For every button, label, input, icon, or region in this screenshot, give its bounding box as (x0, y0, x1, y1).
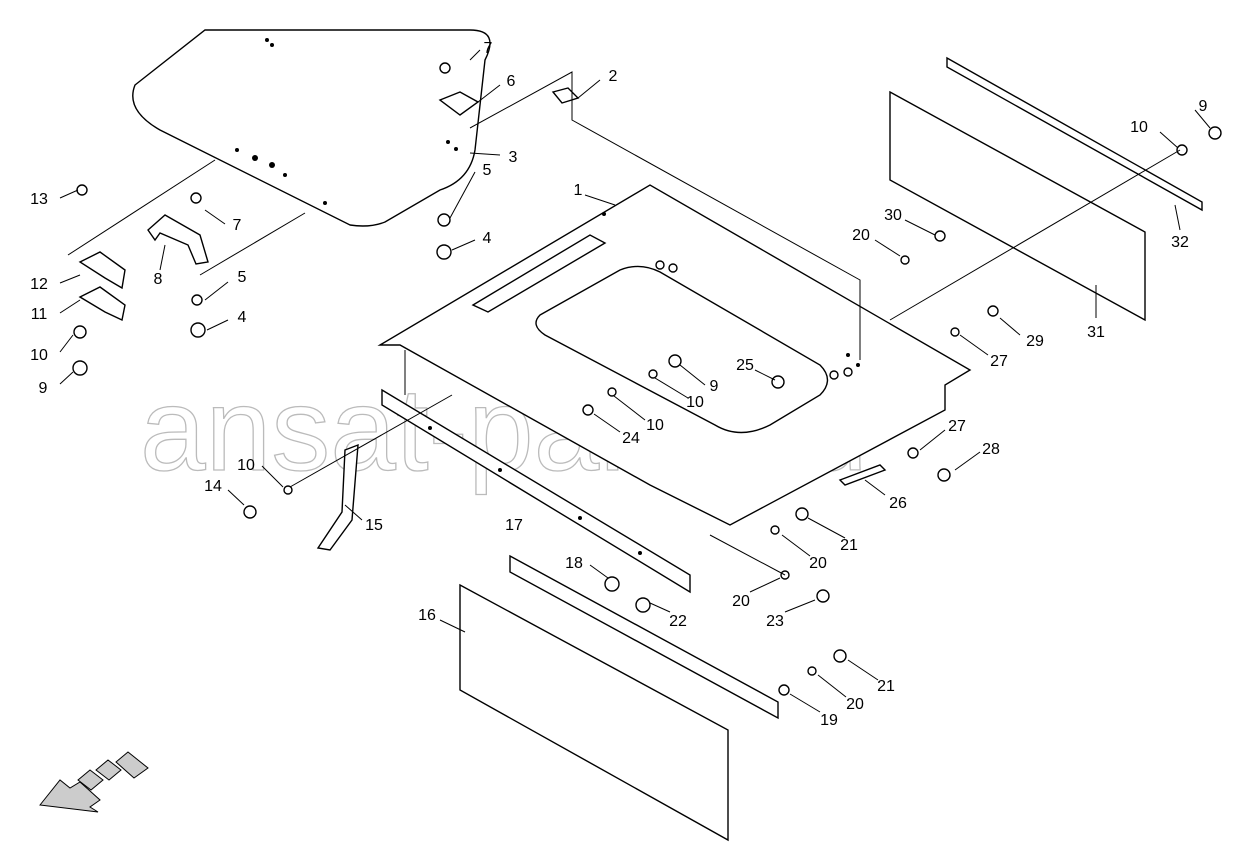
callout: 21 (840, 537, 858, 554)
callout: 6 (507, 73, 516, 90)
callout: 30 (884, 207, 902, 224)
callout: 2 (609, 68, 618, 85)
floor-cutout (535, 265, 829, 434)
callout: 27 (990, 353, 1008, 370)
bracket (316, 443, 359, 551)
callout: 14 (204, 478, 222, 495)
callout: 29 (1026, 333, 1044, 350)
rear-panel (889, 90, 1146, 322)
callout: 5 (238, 269, 247, 286)
callout: 20 (852, 227, 870, 244)
callout: 8 (154, 271, 163, 288)
callout: 32 (1171, 234, 1189, 251)
callout: 10 (1130, 119, 1148, 136)
callout: 20 (732, 593, 750, 610)
callout: 9 (39, 380, 48, 397)
callout: 16 (418, 607, 436, 624)
callout: 20 (846, 696, 864, 713)
callout: 24 (622, 430, 640, 447)
callout: 1 (574, 182, 583, 199)
callout: 18 (565, 555, 583, 572)
front-panel (459, 583, 729, 842)
callout: 12 (30, 276, 48, 293)
callout: 9 (1199, 98, 1208, 115)
rear-strip (946, 56, 1203, 212)
handle-bracket (147, 214, 209, 265)
top-cover-plate (132, 29, 491, 227)
callout: 27 (948, 418, 966, 435)
fasteners (72, 62, 1222, 696)
callout: 7 (484, 40, 493, 57)
front-rail (381, 388, 691, 594)
callout: 15 (365, 517, 383, 534)
callout: 28 (982, 441, 1000, 458)
callout: 26 (889, 495, 907, 512)
callout: 23 (766, 613, 784, 630)
callout: 17 (505, 517, 523, 534)
callout: 7 (233, 217, 242, 234)
callout: 21 (877, 678, 895, 695)
callout: 3 (509, 149, 518, 166)
callout: 9 (710, 378, 719, 395)
callout: 4 (238, 309, 247, 326)
callout: 10 (646, 417, 664, 434)
callout: 13 (30, 191, 48, 208)
front-strip (509, 554, 779, 720)
callout: 4 (483, 230, 492, 247)
callout: 10 (686, 394, 704, 411)
callout: 5 (483, 162, 492, 179)
arrow-down-left-icon (39, 751, 149, 813)
callout: 10 (237, 457, 255, 474)
callout-labels: 7 6 2 3 1 5 4 7 13 12 8 5 4 11 10 9 9 10… (30, 40, 1207, 729)
callout: 20 (809, 555, 827, 572)
callout: 31 (1087, 324, 1105, 341)
callout: 19 (820, 712, 838, 729)
callout: 10 (30, 347, 48, 364)
callout: 11 (31, 306, 48, 323)
hinge-plate (551, 87, 580, 104)
callout: 22 (669, 613, 687, 630)
callout: 25 (736, 357, 754, 374)
leader-lines (59, 49, 1211, 713)
